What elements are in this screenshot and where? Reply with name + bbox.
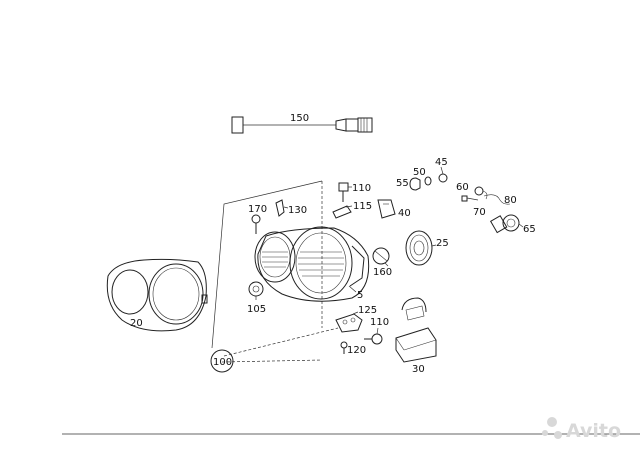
screw-120: [340, 341, 348, 354]
assembly-ref-100: [210, 349, 234, 373]
screw-170: [251, 214, 261, 234]
part-label-20: 20: [130, 318, 143, 329]
part-label-45: 45: [435, 157, 448, 168]
control-unit-30: [395, 297, 437, 363]
adjust-tool-160: [372, 247, 390, 267]
part-label-55: 55: [396, 178, 409, 189]
part-label-110-bottom: 110: [370, 317, 389, 328]
module-bracket-125: [335, 311, 363, 333]
part-label-120: 120: [347, 345, 366, 356]
bracket-115: [332, 205, 353, 219]
clip-130: [275, 199, 289, 217]
bulb-socket-45: [438, 166, 448, 183]
part-label-50: 50: [413, 167, 426, 178]
part-label-115: 115: [353, 201, 372, 212]
lens-frame-20: [106, 258, 208, 332]
small-bulb-70: [461, 195, 479, 202]
screw-110-bottom: [364, 327, 383, 345]
wire-80: [483, 194, 511, 205]
part-label-80: 80: [504, 195, 517, 206]
part-label-65: 65: [523, 224, 536, 235]
washer-105: [248, 281, 264, 300]
part-label-150: 150: [290, 113, 309, 124]
avito-watermark: Avito: [542, 417, 621, 442]
part-label-70: 70: [473, 207, 486, 218]
part-label-25: 25: [436, 238, 449, 249]
part-label-30: 30: [412, 364, 425, 375]
part-label-40: 40: [398, 208, 411, 219]
part-label-60: 60: [456, 182, 469, 193]
callout-lines-100: [221, 327, 339, 363]
connector-40: [377, 199, 396, 219]
headlamp-housing-5: [254, 226, 370, 302]
part-label-110-top: 110: [352, 183, 371, 194]
part-label-160: 160: [373, 267, 392, 278]
bulb-holder-60: [474, 186, 488, 200]
part-label-5: 5: [357, 290, 363, 301]
bulb-55: [409, 177, 421, 191]
watermark-text: Avito: [566, 420, 621, 442]
seal-ring-50: [424, 176, 432, 186]
cover-cap-25: [405, 230, 437, 266]
assembly-outline: [211, 180, 323, 349]
screw-110-top: [338, 182, 352, 202]
xenon-bulb-65: [489, 214, 524, 234]
part-label-125: 125: [358, 305, 377, 316]
part-label-170: 170: [248, 204, 267, 215]
part-label-100: 100: [213, 357, 232, 368]
part-label-130: 130: [288, 205, 307, 216]
part-label-105: 105: [247, 304, 266, 315]
wiring-harness-150: [231, 116, 373, 134]
